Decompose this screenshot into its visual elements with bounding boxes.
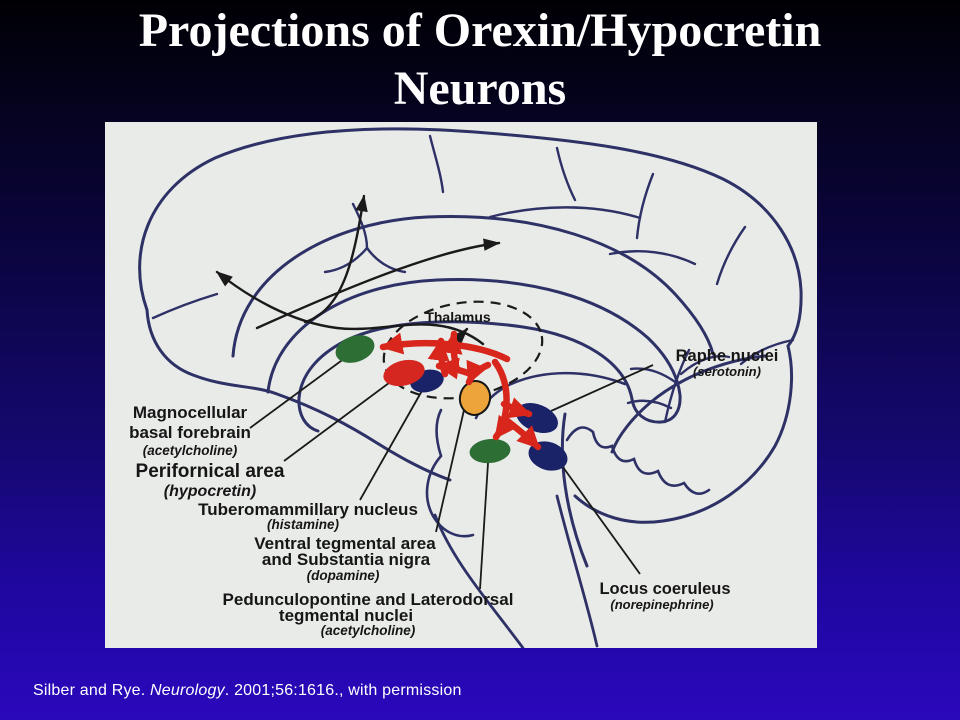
sulcus-line (428, 134, 445, 194)
cerebellum-upper-boundary (610, 354, 767, 454)
figure-labels: Thalamus Raphe nuclei (serotonin) Magnoc… (129, 309, 778, 638)
brainstem-right-edge (555, 494, 599, 648)
slide-title-line1: Projections of Orexin/Hypocretin (138, 4, 822, 57)
arrow-to-posterior-cortex (255, 238, 501, 330)
label-locus-coeruleus: Locus coeruleus (599, 580, 730, 598)
sulcus-line (739, 338, 795, 366)
sulcus-line (151, 292, 219, 320)
slide-title-line2: Neurons (393, 62, 567, 115)
arrow-to-frontal-cortex (215, 270, 485, 346)
nucleus-ppt-ldt (469, 438, 511, 464)
label-ppt-transmitter: (acetylcholine) (321, 623, 416, 638)
orexin-projection-arrows (379, 330, 542, 451)
thalamus-dashed-outline (382, 300, 544, 400)
label-ppt-2: tegmental nuclei (279, 606, 413, 625)
citation: Silber and Rye. Neurology. 2001;56:1616.… (33, 682, 462, 700)
cingulate-sulcus (231, 214, 715, 358)
black-projection-arrows (215, 194, 501, 348)
cerebellum-folia-branch (679, 355, 731, 376)
citation-authors: Silber and Rye. (33, 682, 151, 699)
sulcus-line (365, 246, 407, 274)
cerebellum-folia-branch (629, 367, 680, 386)
brain-figure: Thalamus Raphe nuclei (serotonin) Magnoc… (105, 122, 817, 648)
red-arrow-to-basal-forebrain (379, 332, 511, 363)
label-raphe-transmitter: (serotonin) (693, 364, 761, 379)
brainstem-left-edge (433, 513, 525, 648)
sulcus-line (715, 225, 747, 286)
label-thalamus: Thalamus (425, 309, 491, 325)
nucleus-magnocellular-basal-forebrain (335, 335, 375, 363)
label-raphe: Raphe nuclei (676, 347, 779, 365)
occipital-cerebellum-outline (573, 344, 793, 524)
label-magnocellular-2: basal forebrain (129, 423, 251, 442)
label-magnocellular: Magnocellular (133, 403, 248, 422)
sulcus-line (608, 250, 697, 266)
citation-journal: Neurology (150, 682, 225, 699)
red-arrow-to-vta (465, 359, 492, 386)
sulcus-line (323, 246, 369, 274)
label-locus-coeruleus-transmitter: (norepinephrine) (610, 597, 713, 612)
leader-line-raphe (550, 364, 654, 412)
cerebellum-lobules (565, 426, 711, 495)
sulcus-line (635, 172, 655, 240)
leader-line-magnocellular (249, 357, 346, 429)
sulcus-line (351, 202, 369, 250)
cortex-outline (138, 127, 803, 348)
label-tuberomammillary: Tuberomammillary nucleus (198, 500, 418, 519)
cerebellum-left-boundary (560, 412, 589, 568)
leader-line-ppt (479, 462, 489, 590)
label-magnocellular-transmitter: (acetylcholine) (143, 443, 238, 458)
label-vta: Ventral tegmental area (254, 534, 436, 553)
leader-line-perifornical (283, 379, 394, 462)
red-arrow-to-thalamus-2 (427, 337, 450, 378)
midbrain-left-edge (435, 408, 443, 458)
label-perifornical-transmitter: (hypocretin) (164, 483, 256, 500)
nucleus-perifornical-area (383, 359, 425, 387)
arrow-to-dorsal-cortex (303, 194, 368, 324)
leader-line-vta (435, 409, 465, 533)
sulcus-line (488, 206, 642, 220)
sulcus-line (555, 146, 577, 202)
label-vta-transmitter: (dopamine) (307, 568, 380, 583)
brain-diagram: Thalamus Raphe nuclei (serotonin) Magnoc… (129, 127, 803, 648)
label-ppt: Pedunculopontine and Laterodorsal (223, 590, 514, 609)
brain-base-outline (145, 308, 452, 482)
red-arrow-descending-to-ppt (491, 358, 517, 441)
corpus-callosum-outer (266, 278, 682, 424)
leader-line-locus-coeruleus (559, 462, 641, 575)
pons-outline (425, 454, 475, 538)
leader-line-tuberomammillary (359, 388, 424, 501)
red-arrow-to-locus-coeruleus (501, 415, 542, 451)
label-tuberomammillary-transmitter: (histamine) (267, 517, 340, 532)
nuclei (335, 335, 568, 471)
red-arrow-to-thalamus-1 (440, 330, 463, 374)
slide-title: Projections of Orexin/Hypocretin Neurons (0, 2, 960, 118)
label-perifornical: Perifornical area (136, 461, 285, 482)
nucleus-vta-substantia-nigra (458, 380, 492, 416)
red-arrow-to-raphe (500, 397, 533, 419)
label-vta-2: and Substantia nigra (262, 550, 431, 569)
leader-lines (249, 357, 654, 590)
citation-rest: . 2001;56:1616., with permission (224, 682, 462, 699)
